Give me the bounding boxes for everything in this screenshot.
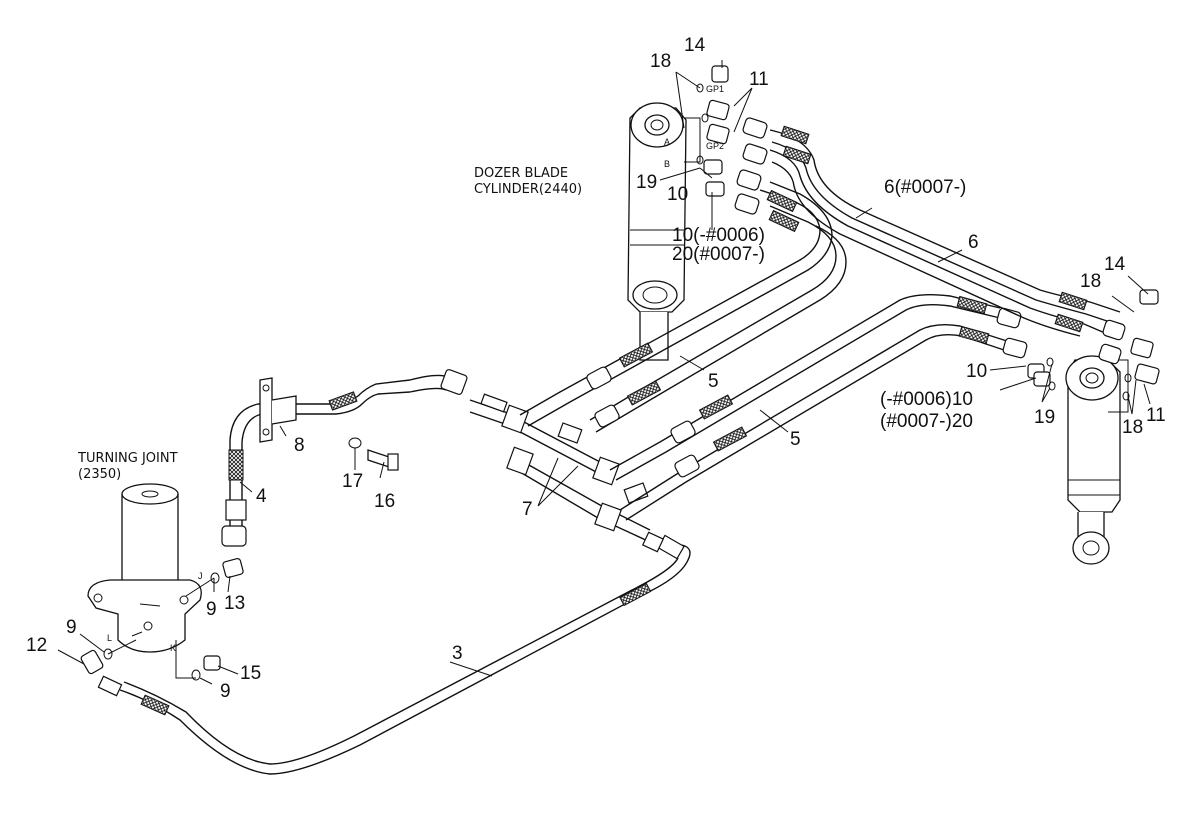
hose-5-lower (609, 293, 1028, 521)
part-label-3: 3 (452, 643, 463, 664)
part-label-20: 20(#0007-) (672, 244, 765, 265)
part-label-9-top: 9 (206, 599, 217, 620)
part-label-7: 7 (522, 499, 533, 520)
port-gp1: GP1 (706, 84, 725, 94)
part-label-14-right: 14 (1104, 254, 1126, 275)
part-label-19-right: 19 (1034, 407, 1056, 428)
hose-4 (221, 369, 468, 547)
turning-joint-icon (87, 483, 202, 653)
part-label-11-right: 11 (1146, 405, 1166, 426)
port-b: B (664, 159, 671, 169)
part-label-4: 4 (256, 486, 267, 507)
part-label-19: 19 (636, 172, 658, 193)
part-label-11: 11 (749, 69, 769, 90)
hose-fitting-icon (696, 65, 1160, 401)
port-a: A (664, 137, 671, 147)
part-label-18-right-lower: 18 (1122, 417, 1144, 438)
part-label-12: 12 (26, 635, 48, 656)
hose-3 (97, 534, 691, 775)
part-label-6: 6 (968, 232, 979, 253)
port-gp2: GP2 (706, 141, 725, 151)
part-label-16: 16 (374, 491, 396, 512)
leader-lines (57, 60, 1151, 685)
part-label-5-upper: 5 (708, 371, 719, 392)
part-label-13: 13 (224, 593, 246, 614)
part-label-8: 8 (294, 435, 305, 456)
part-label-14: 14 (684, 35, 706, 56)
part-label-17: 17 (342, 471, 364, 492)
turning-joint-caption: TURNING JOINT (2350) (78, 451, 178, 483)
part-label-10: 10 (667, 184, 689, 205)
bolt-icon (348, 437, 399, 471)
port-k: K (170, 643, 177, 653)
part-label-18-right: 18 (1080, 271, 1102, 292)
part-label-10-right: 10 (966, 361, 988, 382)
tube-block-7 (469, 393, 665, 553)
part-label-5-lower: 5 (790, 429, 801, 450)
part-label-10-right-variant: (-#0006)10 (880, 389, 973, 410)
turning-joint-fittings (80, 558, 244, 681)
port-j: J (198, 571, 203, 581)
hose-5-upper (519, 181, 847, 433)
part-label-9-left: 9 (66, 617, 77, 638)
dozer-cylinder-right-icon (1065, 355, 1129, 565)
part-label-20-right: (#0007-)20 (880, 411, 973, 432)
hose-6 (734, 117, 1126, 365)
part-label-6-variant: 6(#0007-) (884, 177, 967, 198)
dozer-cylinder-caption: DOZER BLADE CYLINDER(2440) (474, 166, 583, 198)
part-label-18: 18 (650, 51, 672, 72)
part-label-15: 15 (240, 663, 262, 684)
dozer-cylinder-left-icon (627, 102, 701, 361)
part-label-10-variant: 10(-#0006) (672, 225, 765, 246)
port-l: L (107, 633, 113, 643)
part-label-9-bottom: 9 (220, 681, 231, 702)
bracket-icon (259, 377, 297, 443)
